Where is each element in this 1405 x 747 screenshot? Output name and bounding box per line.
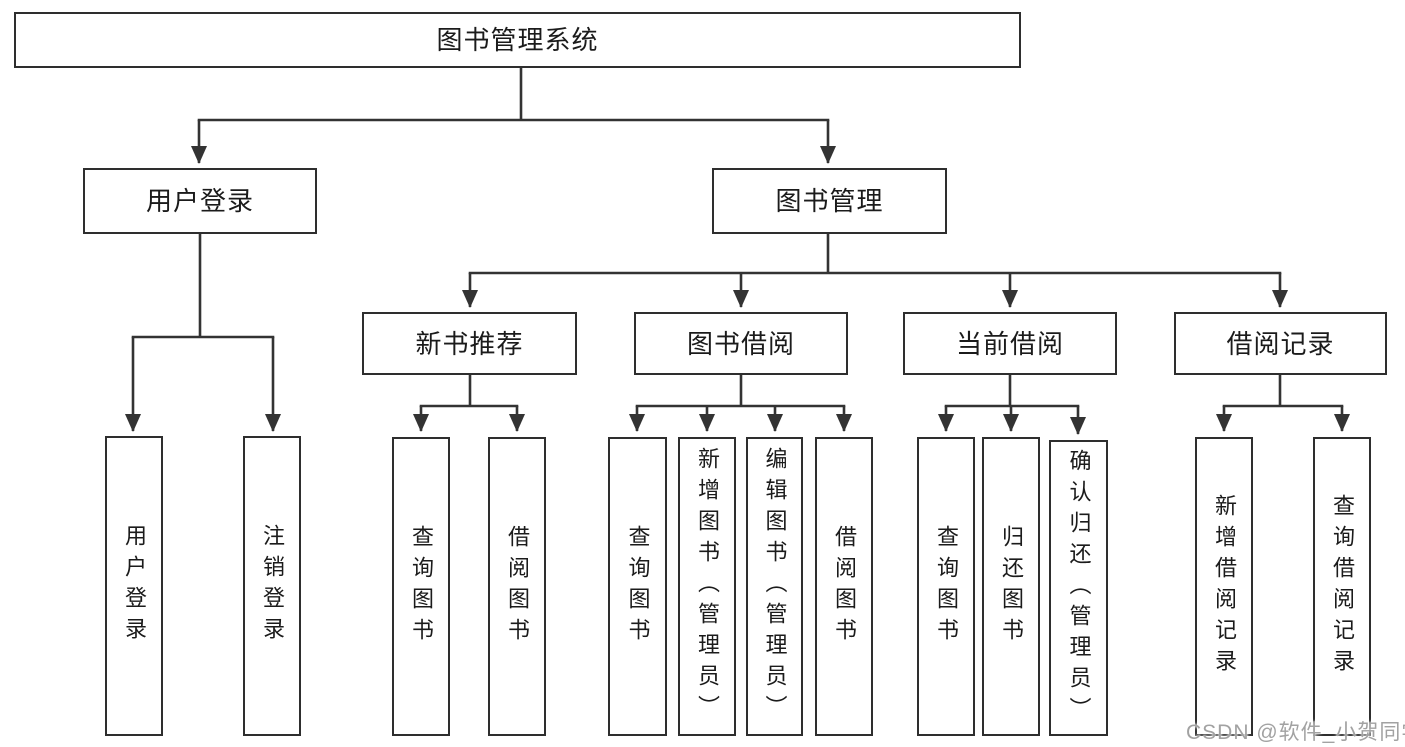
node-root: 图书管理系统 — [14, 12, 1021, 68]
leaf-logout: 注销登录 — [243, 436, 301, 736]
leaf-current-query-label: 查询图书 — [934, 524, 959, 649]
leaf-borrow-add-admin: 新增图书（管理员） — [678, 437, 736, 736]
leaf-borrow-borrow: 借阅图书 — [815, 437, 873, 736]
csdn-watermark: CSDN @软件_小贺同学 — [1186, 721, 1405, 744]
leaf-borrow-edit-admin: 编辑图书（管理员） — [746, 437, 803, 736]
leaf-records-add-label: 新增借阅记录 — [1212, 493, 1237, 680]
leaf-records-add: 新增借阅记录 — [1195, 437, 1253, 736]
node-root-label: 图书管理系统 — [436, 25, 599, 55]
node-book-borrow-label: 图书借阅 — [686, 328, 795, 359]
leaf-user-login: 用户登录 — [105, 436, 163, 736]
leaf-borrow-borrow-label: 借阅图书 — [832, 524, 857, 649]
leaf-current-return-label: 归还图书 — [999, 524, 1024, 649]
node-borrow-records: 借阅记录 — [1174, 312, 1387, 375]
leaf-newbook-query-label: 查询图书 — [409, 524, 434, 649]
node-book-mgmt-label: 图书管理 — [775, 186, 884, 216]
node-user-login: 用户登录 — [83, 168, 317, 234]
leaf-borrow-query: 查询图书 — [608, 437, 667, 736]
node-book-borrow: 图书借阅 — [634, 312, 848, 375]
leaf-current-confirm-admin-label: 确认归还（管理员） — [1066, 448, 1092, 728]
leaf-current-confirm-admin: 确认归还（管理员） — [1049, 440, 1108, 736]
node-current-borrow-label: 当前借阅 — [955, 328, 1064, 359]
node-current-borrow: 当前借阅 — [903, 312, 1117, 375]
node-borrow-records-label: 借阅记录 — [1226, 328, 1335, 359]
node-new-book-rec: 新书推荐 — [362, 312, 577, 375]
leaf-newbook-query: 查询图书 — [392, 437, 450, 736]
leaf-newbook-borrow-label: 借阅图书 — [505, 524, 530, 649]
node-user-login-label: 用户登录 — [145, 186, 254, 216]
leaf-records-query: 查询借阅记录 — [1313, 437, 1371, 736]
leaf-records-query-label: 查询借阅记录 — [1330, 493, 1355, 680]
leaf-borrow-add-admin-label: 新增图书（管理员） — [695, 447, 720, 726]
leaf-current-return: 归还图书 — [982, 437, 1040, 736]
leaf-logout-label: 注销登录 — [260, 524, 285, 648]
leaf-borrow-edit-admin-label: 编辑图书（管理员） — [762, 447, 788, 726]
leaf-user-login-label: 用户登录 — [122, 524, 147, 648]
node-book-mgmt: 图书管理 — [712, 168, 947, 234]
leaf-newbook-borrow: 借阅图书 — [488, 437, 546, 736]
leaf-borrow-query-label: 查询图书 — [625, 524, 651, 649]
leaf-current-query: 查询图书 — [917, 437, 975, 736]
node-new-book-rec-label: 新书推荐 — [415, 328, 524, 359]
